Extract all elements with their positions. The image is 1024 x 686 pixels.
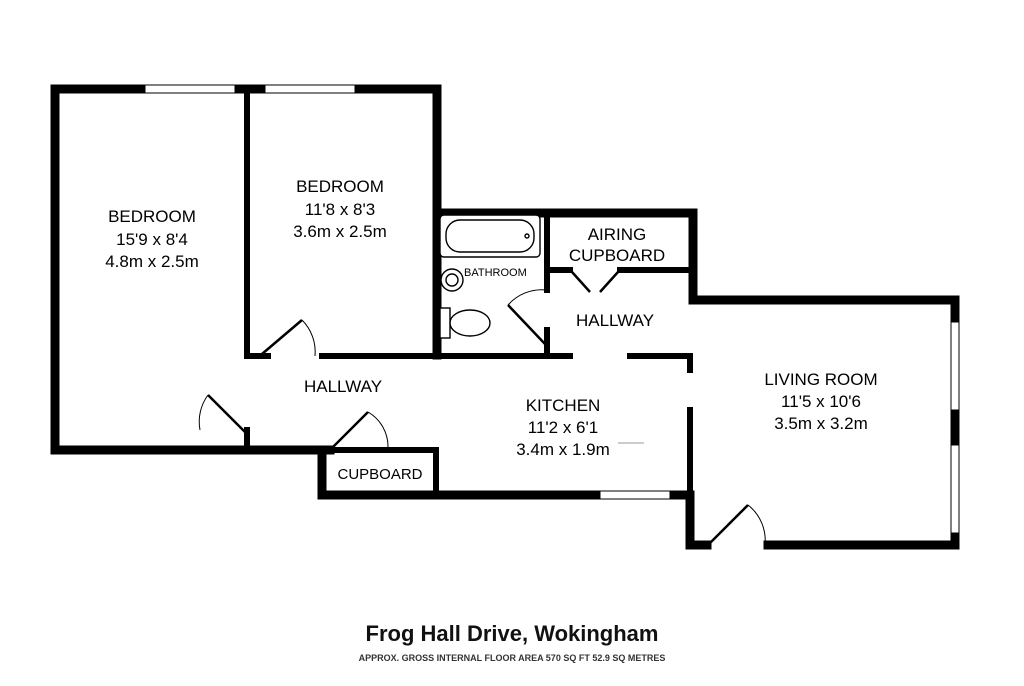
svg-text:3.6m x 2.5m: 3.6m x 2.5m <box>293 222 387 241</box>
svg-text:KITCHEN: KITCHEN <box>526 396 601 415</box>
room-label-bathroom: BATHROOM <box>464 267 527 279</box>
svg-text:BEDROOM: BEDROOM <box>296 177 384 196</box>
svg-text:11'2 x 6'1: 11'2 x 6'1 <box>528 418 598 437</box>
window-bedroom2 <box>264 84 356 94</box>
door-airing-left <box>571 271 591 293</box>
window-kitchen <box>599 490 671 500</box>
room-label-living-room: LIVING ROOM 11'5 x 10'6 3.5m x 3.2m <box>764 370 877 433</box>
toilet-icon <box>439 307 451 339</box>
svg-text:LIVING ROOM: LIVING ROOM <box>764 370 877 389</box>
door-living <box>709 504 749 544</box>
room-label-kitchen: KITCHEN 11'2 x 6'1 3.4m x 1.9m <box>516 396 610 459</box>
door-bedroom1 <box>207 394 248 435</box>
room-label-airing-cupboard: AIRING CUPBOARD <box>569 225 665 265</box>
svg-text:CUPBOARD: CUPBOARD <box>569 246 665 265</box>
svg-text:4.8m x 2.5m: 4.8m x 2.5m <box>105 252 199 271</box>
bathroom-fixtures <box>439 214 541 339</box>
room-label-bedroom2: BEDROOM 11'8 x 8'3 3.6m x 2.5m <box>293 177 387 241</box>
window-living-lower <box>950 444 960 534</box>
interior-walls <box>244 89 693 498</box>
door-airing-right <box>599 271 619 293</box>
svg-text:AIRING: AIRING <box>588 225 647 244</box>
room-label-cupboard: CUPBOARD <box>337 466 422 483</box>
svg-text:BEDROOM: BEDROOM <box>108 207 196 226</box>
window-living-upper <box>950 321 960 411</box>
svg-text:3.4m x 1.9m: 3.4m x 1.9m <box>516 440 610 459</box>
plan-title: Frog Hall Drive, Wokingham <box>366 621 659 646</box>
outer-walls <box>50 84 960 550</box>
svg-text:11'5 x 10'6: 11'5 x 10'6 <box>781 392 861 411</box>
doors <box>198 271 766 546</box>
window-bedroom1 <box>144 84 236 94</box>
svg-text:15'9 x 8'4: 15'9 x 8'4 <box>116 230 188 249</box>
svg-text:3.5m x 3.2m: 3.5m x 3.2m <box>774 414 868 433</box>
door-cupboard <box>331 411 369 449</box>
room-label-hallway-upper: HALLWAY <box>576 311 654 330</box>
door-bathroom <box>507 304 546 345</box>
room-label-hallway-lower: HALLWAY <box>304 377 382 396</box>
windows <box>144 84 960 534</box>
room-label-bedroom1: BEDROOM 15'9 x 8'4 4.8m x 2.5m <box>105 207 199 271</box>
svg-text:11'8 x 8'3: 11'8 x 8'3 <box>305 200 375 219</box>
door-bedroom2 <box>261 319 303 355</box>
plan-subtitle: APPROX. GROSS INTERNAL FLOOR AREA 570 SQ… <box>359 653 666 663</box>
